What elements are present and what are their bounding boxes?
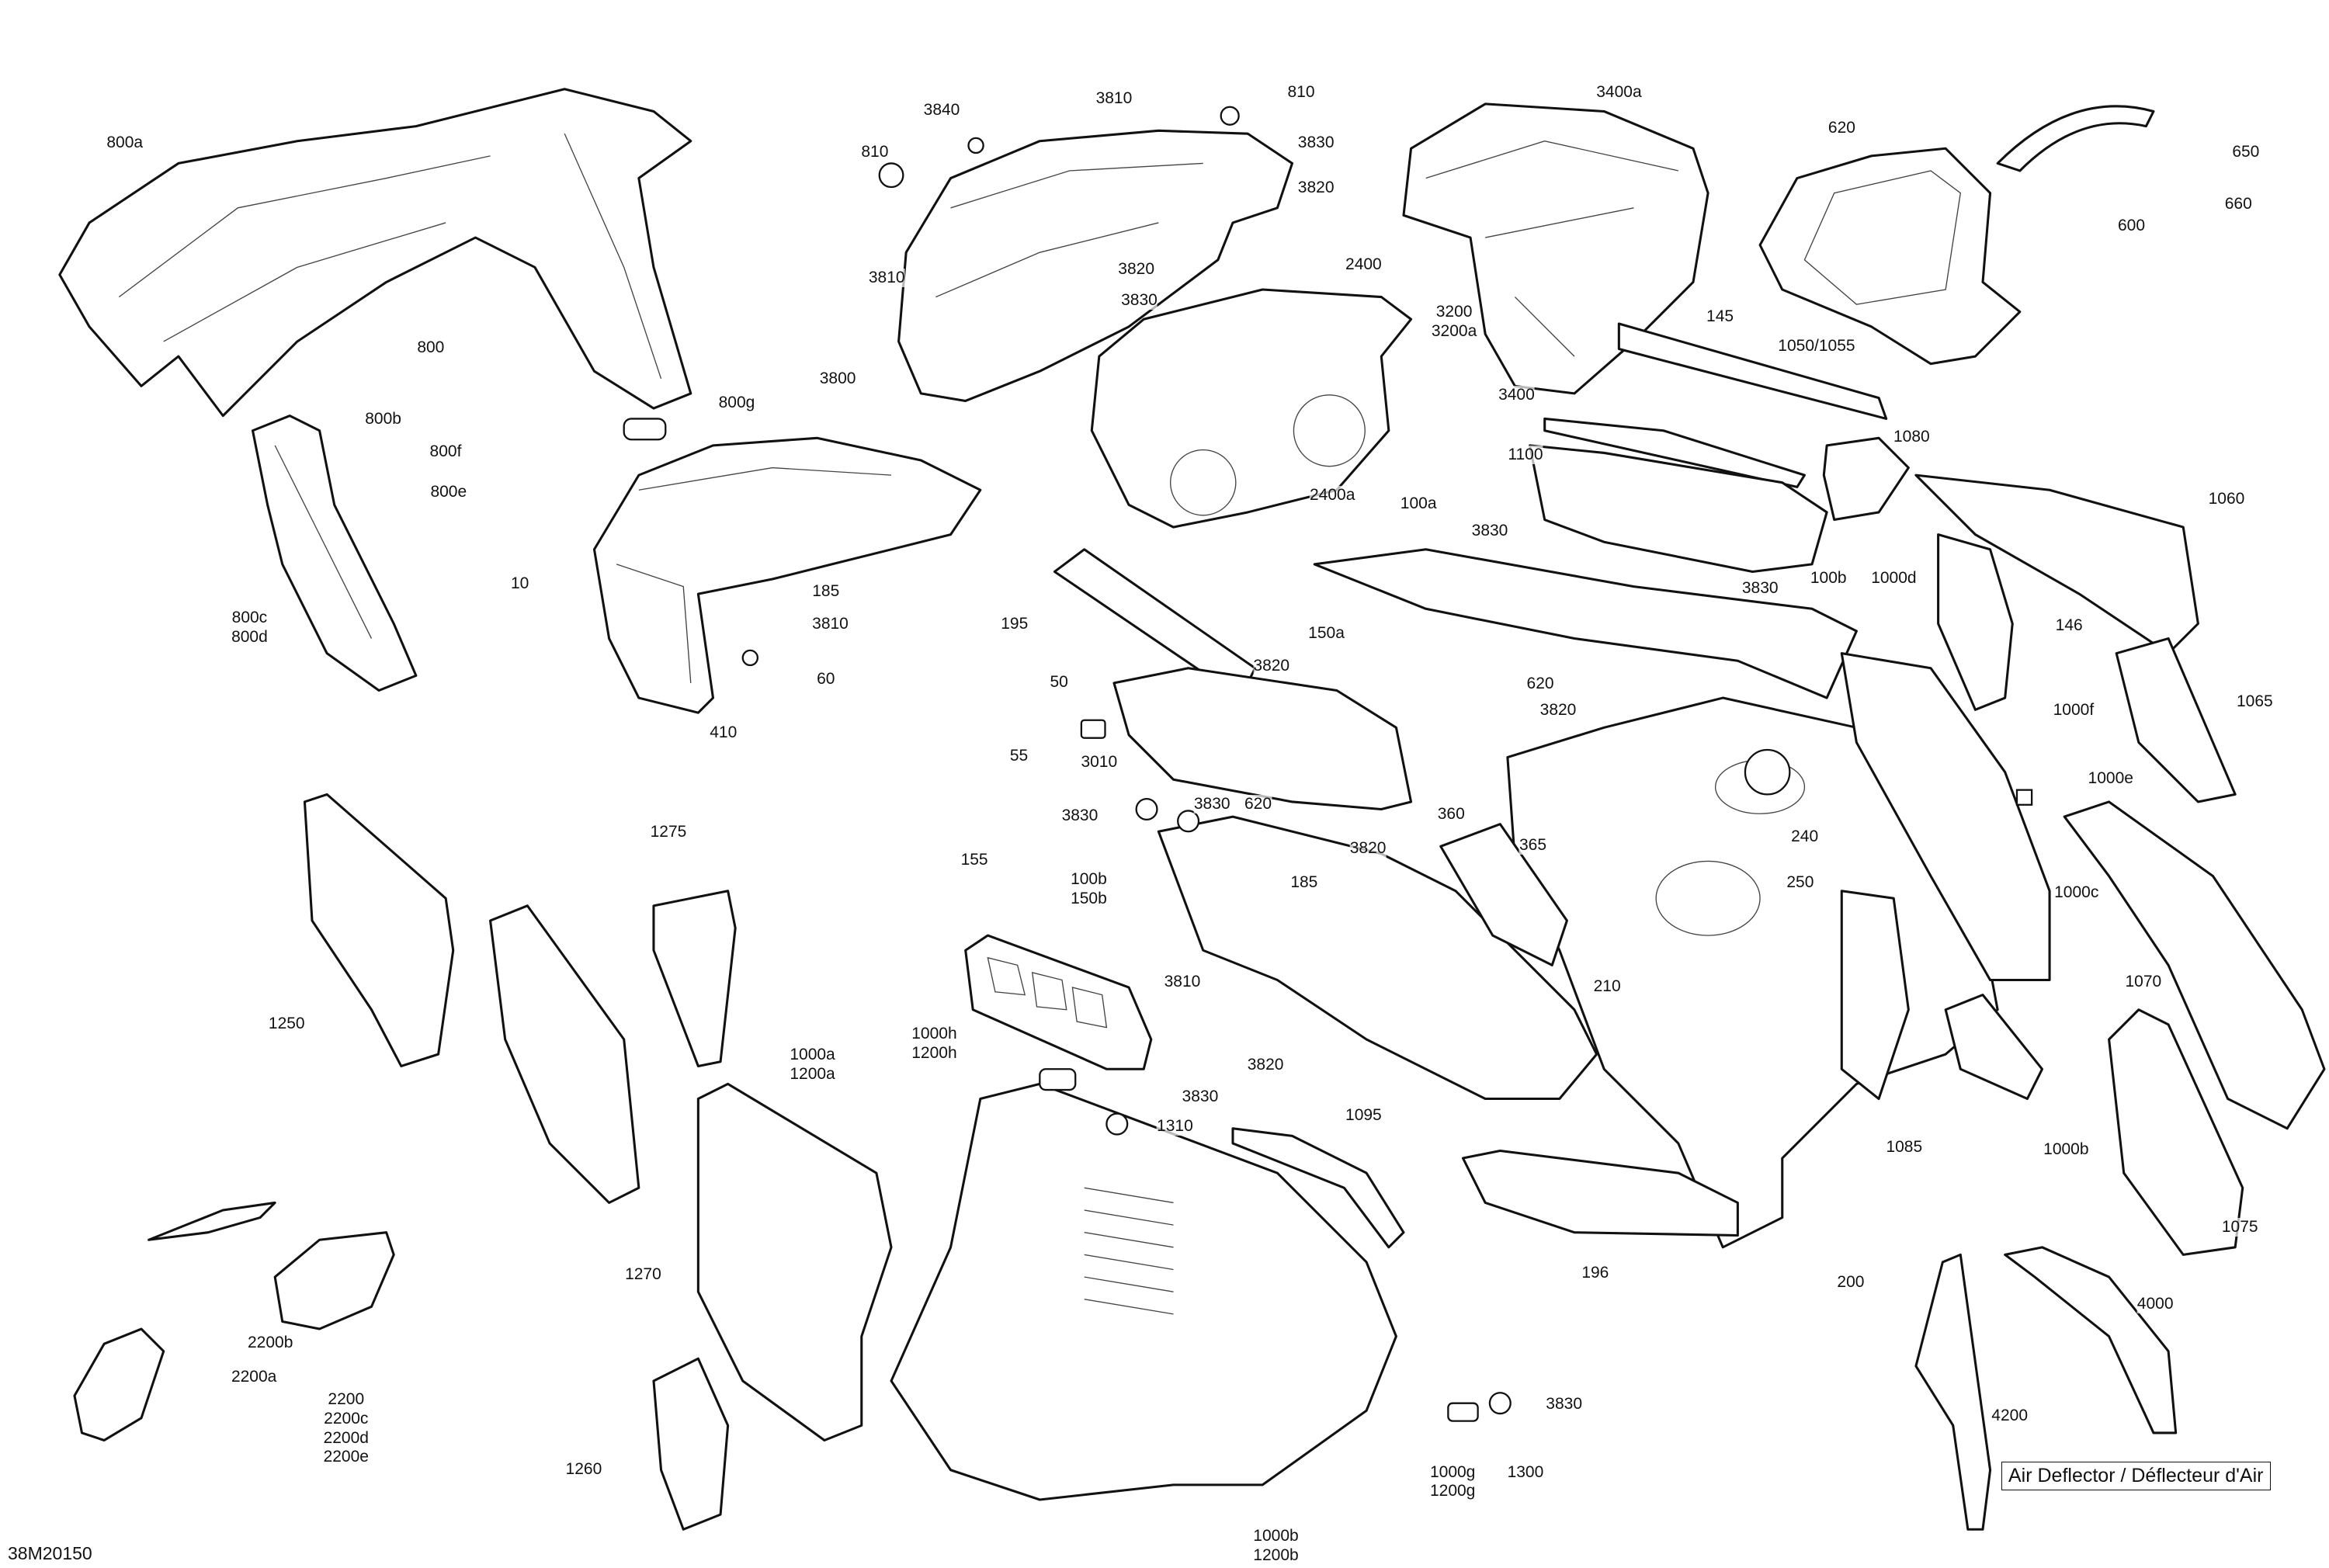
part-1000b-lower-fairing [890, 1082, 1397, 1501]
part-1075-panel [2108, 1008, 2244, 1256]
part-10-headlight-cover [592, 436, 982, 714]
part-1070-side-panel [2063, 800, 2326, 1130]
part-1270-panel [489, 904, 640, 1204]
part-1065-bracket [2115, 637, 2237, 803]
part-2200-mirror-assembly [73, 1201, 395, 1442]
part-1250-panel [303, 793, 455, 1067]
part-200-main-body [1506, 696, 1999, 1249]
part-4200-deflector [1914, 1253, 1992, 1531]
part-155-vent-grille [964, 934, 1153, 1070]
part-146-panel [1937, 533, 2014, 711]
part-1085-panel [1840, 890, 1910, 1101]
part-150a-panel [1112, 667, 1413, 811]
part-2400-headlight-assembly [1090, 288, 1413, 529]
part-1275-panel [652, 890, 737, 1067]
part-800g-pad [623, 418, 667, 441]
part-1260-bracket [652, 1357, 730, 1531]
part-1000a-side-panel [696, 1082, 893, 1442]
part-196-strip [1461, 1149, 1739, 1237]
part-650-660-trim-strip [1996, 105, 2155, 172]
caption-text: Air Deflector / Déflecteur d'Air [2008, 1465, 2264, 1486]
caption-box: Air Deflector / Déflecteur d'Air [2001, 1462, 2271, 1490]
part-100a-panel [1313, 548, 1858, 699]
hardware-fasteners [741, 106, 2033, 1422]
drawing-number: 38M20150 [8, 1543, 92, 1563]
part-800-front-fascia [58, 88, 692, 418]
part-360-plate [1439, 823, 1568, 966]
part-1095-seal [1231, 1127, 1405, 1249]
part-1060-side-panel [1914, 474, 2199, 655]
part-1080-cap [1822, 436, 1910, 522]
part-600-gauge-bezel [1758, 147, 2022, 366]
part-145-strip [1617, 322, 1888, 420]
part-4000-deflector [2004, 1246, 2178, 1434]
part-1100-bracket [1529, 444, 1828, 573]
part-3800-upper-frame [897, 129, 1294, 403]
part-800c-side-bracket [251, 415, 418, 692]
part-1050-strip [1543, 417, 1806, 488]
part-1000b-clip [1944, 994, 2044, 1101]
part-1000c-panel [1840, 652, 2051, 982]
